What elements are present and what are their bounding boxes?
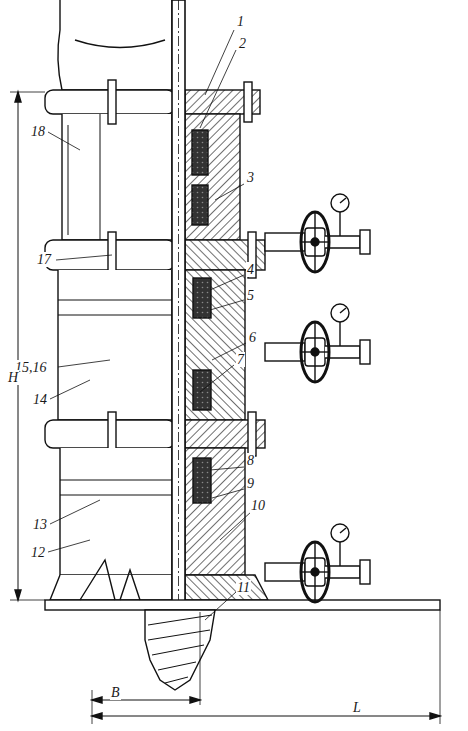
dimension-label: L xyxy=(352,700,362,715)
callout-number: 11 xyxy=(236,580,251,595)
callout-number: 3 xyxy=(246,170,255,185)
callout-number: 14 xyxy=(32,392,48,407)
callout-number: 9 xyxy=(246,476,255,491)
callout-number: 7 xyxy=(236,352,245,367)
callout-number: 1 xyxy=(236,14,245,29)
dimension-label: H xyxy=(7,370,19,385)
callout-number: 4 xyxy=(246,262,255,277)
callout-number: 8 xyxy=(246,453,255,468)
callout-number: 13 xyxy=(32,517,48,532)
callout-number: 12 xyxy=(30,545,46,560)
callout-number: 2 xyxy=(238,36,247,51)
callout-number: 18 xyxy=(30,124,46,139)
callout-number: 6 xyxy=(248,330,257,345)
dimension-label: B xyxy=(110,685,121,700)
callout-number: 10 xyxy=(250,498,266,513)
callout-number: 5 xyxy=(246,288,255,303)
callout-number: 17 xyxy=(36,252,52,267)
